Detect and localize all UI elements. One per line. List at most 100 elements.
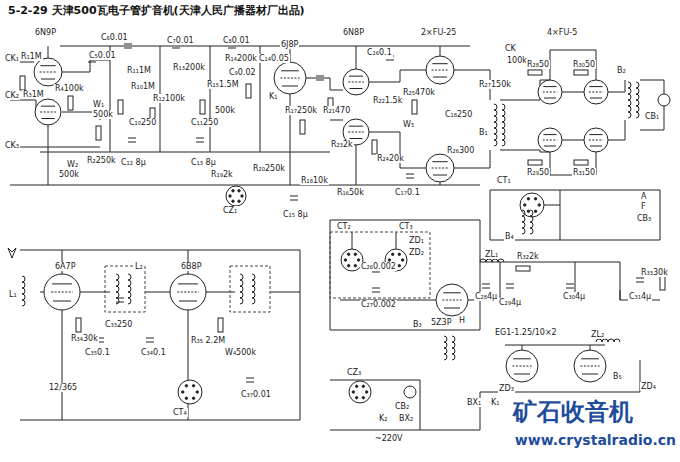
part-label: BX₂ bbox=[398, 414, 414, 423]
tube-cathode bbox=[350, 138, 363, 139]
part-label: CK₂ bbox=[4, 91, 20, 100]
part-label: 6N9P bbox=[34, 28, 57, 37]
part-label: R₁₀1M bbox=[130, 82, 156, 91]
part-label: ZL₁ bbox=[484, 250, 499, 259]
dashed-box bbox=[105, 232, 430, 312]
part-label: F bbox=[640, 202, 647, 211]
part-label: CT₃ bbox=[398, 222, 414, 231]
capacitor-symbol bbox=[506, 284, 514, 288]
coil-symbol bbox=[636, 82, 639, 118]
part-label: 2×FU-25 bbox=[420, 28, 457, 37]
part-label: ZD₄ bbox=[640, 382, 657, 391]
part-label: C₂₆0.002 bbox=[360, 262, 397, 271]
socket-pin bbox=[392, 253, 394, 255]
tube-symbol bbox=[436, 284, 468, 316]
part-label: R₃₂2k bbox=[516, 252, 540, 261]
socket-pin bbox=[229, 195, 231, 197]
coil-symbol bbox=[596, 339, 620, 342]
capacitor-symbol bbox=[124, 44, 132, 48]
part-label: R₄100k bbox=[54, 84, 85, 93]
part-label: EG1-1.25/10×2 bbox=[494, 328, 558, 337]
part-label: 6N8P bbox=[342, 28, 365, 37]
tube-symbol bbox=[538, 128, 562, 152]
tube-grid bbox=[280, 78, 299, 79]
socket-pin bbox=[348, 265, 350, 267]
capacitor-symbol bbox=[636, 278, 644, 282]
socket-pin bbox=[362, 385, 364, 387]
tube-cathode bbox=[544, 146, 556, 147]
tube-grid bbox=[580, 366, 599, 367]
tube-symbol bbox=[35, 99, 61, 125]
capacitor-symbol bbox=[246, 378, 254, 382]
part-label: R₁₉2k bbox=[210, 170, 234, 179]
part-label: CK₁ bbox=[4, 54, 20, 63]
capacitor-symbol bbox=[372, 288, 380, 292]
part-label: H bbox=[458, 316, 466, 325]
socket-pin bbox=[538, 204, 540, 206]
socket-pin bbox=[362, 397, 364, 399]
part-label: C₁₃ 8μ bbox=[190, 158, 217, 167]
socket-pin bbox=[534, 210, 536, 212]
part-label: B₁ bbox=[478, 128, 489, 137]
resistor-symbol bbox=[118, 100, 123, 114]
resistor-symbol bbox=[372, 140, 377, 154]
tube-symbol bbox=[538, 80, 562, 104]
capacitor-symbol bbox=[566, 284, 574, 288]
schematic-part bbox=[48, 46, 260, 185]
socket-pin bbox=[365, 391, 367, 393]
part-label: ZD₂ bbox=[408, 248, 425, 257]
part-label: R₂₀250k bbox=[252, 164, 286, 173]
coil-symbol bbox=[522, 210, 525, 234]
part-label: C₃₄0.1 bbox=[140, 348, 167, 357]
tube-cathode bbox=[582, 374, 598, 375]
part-label: ZD₁ bbox=[408, 236, 425, 245]
socket-pin bbox=[352, 391, 354, 393]
resistor-symbol bbox=[96, 126, 101, 140]
part-label: A bbox=[640, 192, 647, 201]
tube-plate bbox=[543, 86, 556, 87]
part-label: R₁₇250k bbox=[284, 106, 318, 115]
part-label: R₂₉50 bbox=[526, 168, 550, 177]
tube-cathode bbox=[444, 308, 460, 309]
part-label: R₂₄20k bbox=[376, 154, 405, 163]
tube-symbol bbox=[584, 80, 608, 104]
part-label: C₂₉4μ bbox=[498, 298, 522, 307]
coil-symbol bbox=[116, 274, 119, 304]
socket-symbol bbox=[520, 193, 544, 217]
part-label: R₁₁1M bbox=[126, 66, 152, 75]
part-label: 6A7P bbox=[54, 262, 76, 271]
tube-grid bbox=[348, 82, 364, 83]
part-label: R₂₆300 bbox=[446, 146, 475, 155]
part-label: R₂₇150k bbox=[478, 80, 512, 89]
part-label: 6J8P bbox=[280, 40, 299, 49]
tube-plate bbox=[589, 134, 602, 135]
tube-grid bbox=[51, 292, 73, 293]
schematic-part bbox=[230, 266, 270, 312]
part-label: L₁ bbox=[8, 290, 18, 299]
tube-cathode bbox=[433, 77, 447, 78]
diagram-title: 5-2-29 天津500瓦电子管扩音机(天津人民广播器材厂出品) bbox=[6, 4, 307, 17]
part-label: C₈0.01 bbox=[222, 36, 251, 45]
tube-symbol bbox=[343, 69, 369, 95]
part-label: C₁₇0.1 bbox=[394, 188, 421, 197]
tube-cathode bbox=[433, 175, 447, 176]
tube-grid bbox=[40, 112, 56, 113]
part-label: C₁₈250 bbox=[444, 110, 473, 119]
tube-symbol bbox=[170, 274, 206, 310]
resistor-symbol bbox=[516, 266, 530, 271]
socket-pin bbox=[185, 397, 187, 399]
socket-pin bbox=[398, 253, 400, 255]
tube-symbol bbox=[44, 274, 80, 310]
part-label: CB₂ bbox=[394, 402, 410, 411]
tube-plate bbox=[513, 358, 531, 359]
capacitor-symbol bbox=[316, 76, 324, 80]
resistor-symbol bbox=[76, 318, 81, 332]
part-label: R₁₃200k bbox=[172, 63, 206, 72]
part-label: CT₁ bbox=[496, 176, 512, 185]
socket-pin bbox=[401, 259, 403, 261]
socket-pin bbox=[534, 198, 536, 200]
part-label: L₂ bbox=[134, 262, 144, 271]
tube-plate bbox=[432, 161, 447, 162]
part-label: C₃₀4μ bbox=[562, 292, 586, 301]
tube-cathode bbox=[42, 118, 55, 119]
